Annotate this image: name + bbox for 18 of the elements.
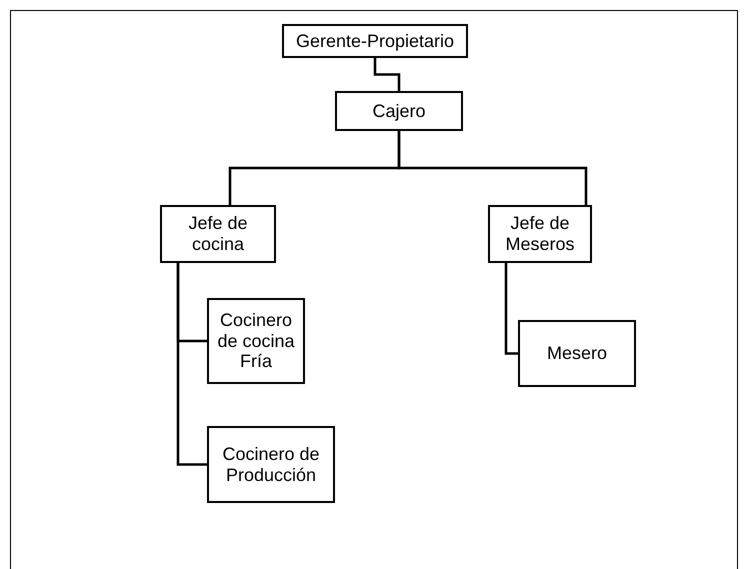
role-box [282,24,468,58]
connector-line [398,131,588,205]
role-box [488,205,592,263]
role-title: Cocinero de cocina Fría [216,310,296,372]
role-box [160,205,276,263]
connector-line [504,263,518,355]
role-title: Gerente-Propietario [296,30,454,52]
role-title: Jefe de cocina [187,213,249,255]
role-title: Mesero [546,343,608,364]
connector-line [176,263,207,466]
role-box [207,298,305,384]
role-box [207,426,335,503]
role-box [335,91,463,131]
role-box [518,320,636,387]
role-title: Cajero [372,100,426,122]
role-title: Cocinero de Producción [221,444,321,486]
role-title: Jefe de Meseros [504,213,576,255]
connector-line [374,58,400,91]
